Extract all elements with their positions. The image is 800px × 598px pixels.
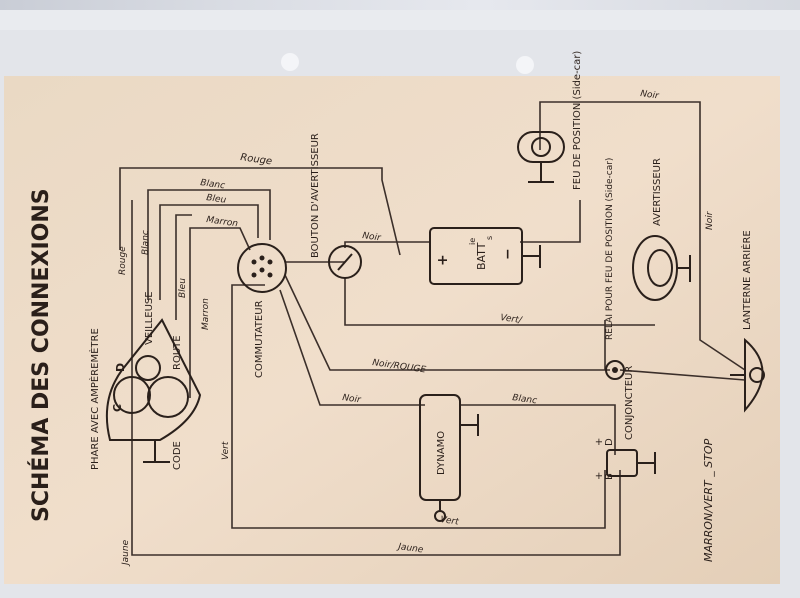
conjoncteur-d: D	[604, 438, 615, 446]
commutateur-switch	[237, 243, 287, 293]
wire-label-blanc-dynamo: Blanc	[512, 393, 538, 406]
veilleuse-label: VEILLEUSE	[144, 291, 155, 345]
diagram-title: SCHÉMA DES CONNEXIONS	[28, 188, 54, 522]
wire-label-blanc-top: Blanc	[200, 178, 226, 191]
wire-label-bleu-top: Bleu	[206, 193, 227, 206]
letter-c: C	[111, 404, 124, 412]
avertisseur-label: AVERTISSEUR	[652, 158, 663, 226]
relai	[605, 360, 625, 380]
lanterne-label: LANTERNE ARRIÈRE	[740, 230, 753, 330]
wire-label-jaune-bottom: Jaune	[396, 542, 425, 556]
code-label: CODE	[172, 441, 183, 470]
wire-label-noir-bouton: Noir	[362, 231, 383, 244]
wire-label-vert-left: Vert	[221, 441, 231, 460]
bouton-avertisseur	[328, 245, 362, 279]
wire-label-noir-dynamo: Noir	[342, 393, 363, 406]
paper-sheet	[4, 76, 780, 584]
conjoncteur-label: CONJONCTEUR	[624, 366, 635, 440]
letter-d-phare: D	[114, 363, 127, 372]
handwritten-note: MARRON/VERT _ STOP	[702, 438, 715, 562]
wire-label-marron-left: Marron	[201, 298, 211, 330]
punch-hole	[281, 53, 299, 71]
conjoncteur	[606, 449, 656, 477]
wire-label-marron-top: Marron	[206, 215, 239, 229]
dynamo	[419, 394, 479, 522]
conjoncteur-plus-b: +	[594, 472, 605, 480]
bouton-label: BOUTON D'AVERTISSEUR	[310, 133, 321, 258]
battery-label-sub: s	[485, 236, 494, 240]
dynamo-label: DYNAMO	[436, 431, 447, 475]
feu-label: FEU DE POSITION (Side-car)	[572, 51, 583, 190]
battery-plus: +	[435, 254, 451, 266]
phare-label: PHARE AVEC AMPÈREMÈTRE	[88, 328, 101, 470]
wire-label-bleu-left: Bleu	[178, 278, 188, 298]
wire-label-vert-bottom: Vert	[440, 515, 460, 528]
punch-hole	[516, 56, 534, 74]
wire-label-vert-rouge: Vert/	[500, 313, 524, 326]
wire-label-blanc-left: Blanc	[141, 230, 151, 255]
conjoncteur-b: B	[604, 473, 615, 480]
battery-label: BATT	[475, 242, 488, 270]
phare-headlight	[105, 318, 202, 463]
commutateur-label: COMMUTATEUR	[254, 300, 265, 378]
lanterne-arriere	[730, 337, 765, 413]
battery	[429, 227, 541, 285]
wire-label-noir-right: Noir	[705, 210, 715, 230]
wire-label-rouge-left: Rouge	[118, 246, 128, 275]
avertisseur-horn	[632, 235, 691, 301]
wires	[119, 101, 746, 556]
relai-label: RELAI POUR FEU DE POSITION (Side-car)	[605, 158, 615, 340]
wire-label-rouge-top: Rouge	[240, 152, 273, 167]
route-label: ROUTE	[172, 335, 183, 370]
battery-label-sup: ie	[468, 238, 477, 245]
wire-label-jaune-left: Jaune	[121, 539, 131, 567]
conjoncteur-plus-d: +	[594, 438, 605, 446]
feu-de-position	[517, 131, 565, 183]
battery-minus: −	[500, 248, 516, 260]
wire-label-noir-feu: Noir	[640, 89, 661, 102]
